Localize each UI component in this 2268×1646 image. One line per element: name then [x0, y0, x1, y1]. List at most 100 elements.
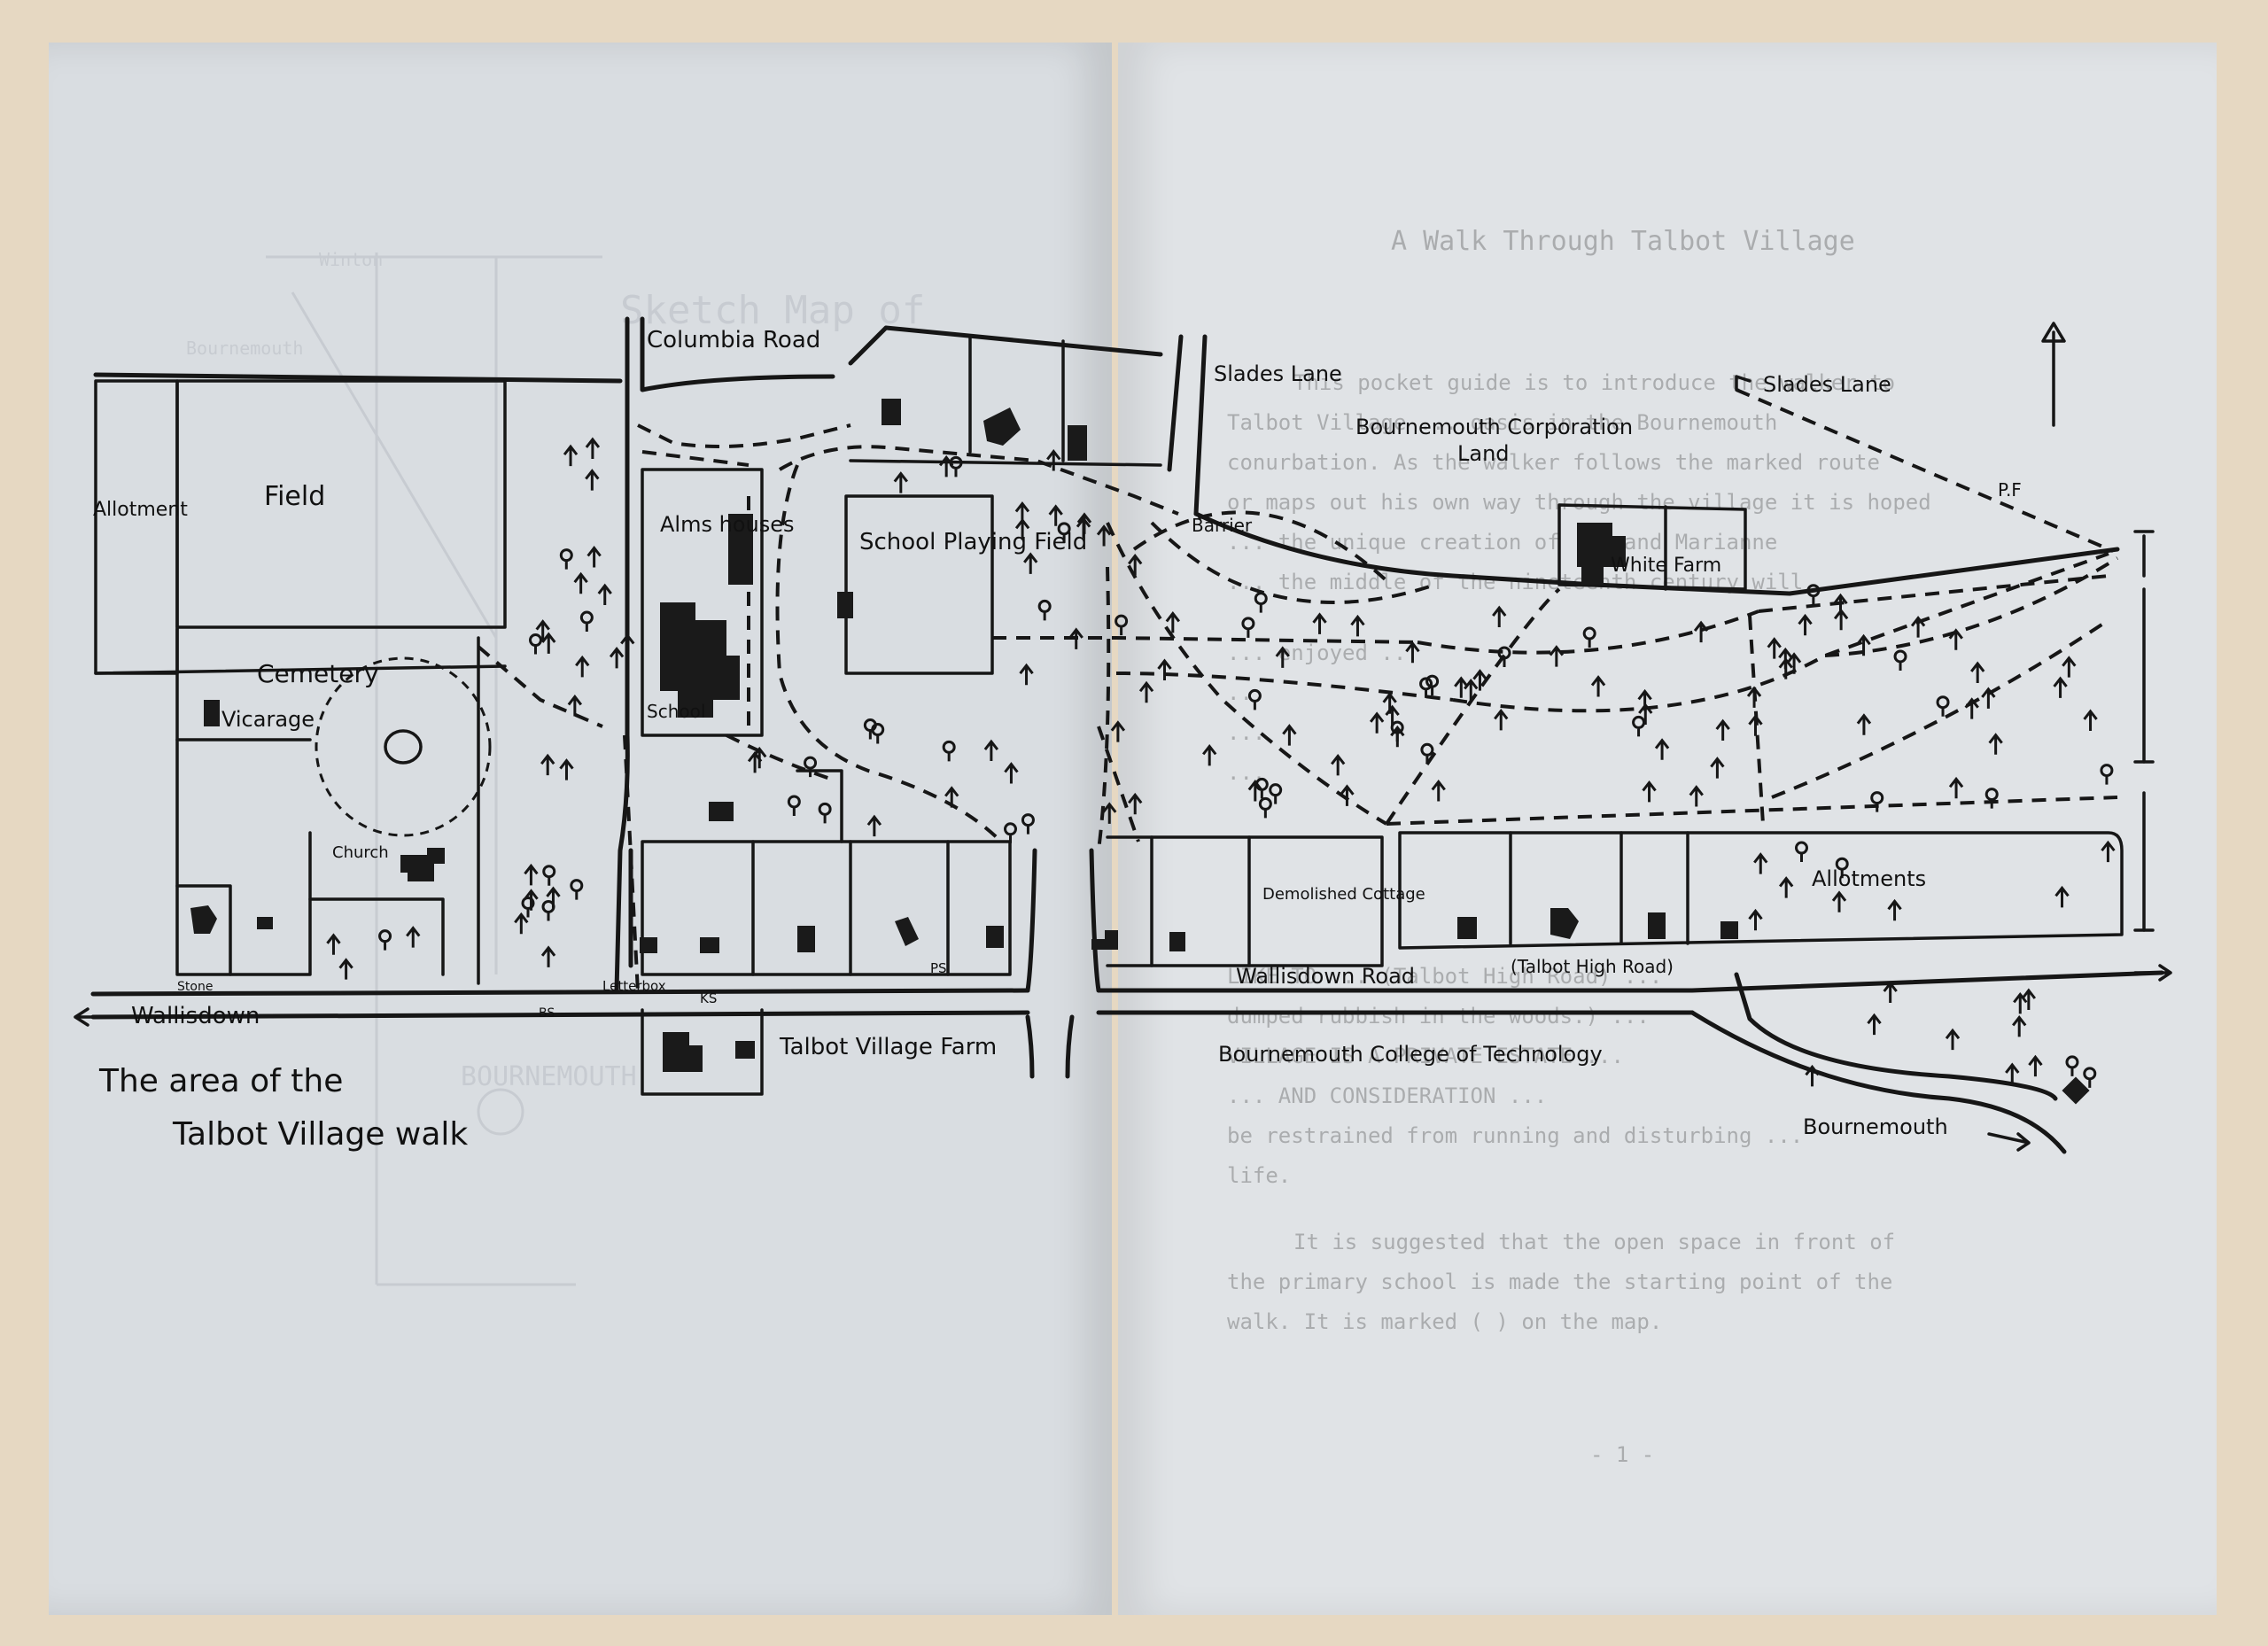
ghost-label-3: BOURNEMOUTH	[461, 1061, 637, 1092]
tree-icon	[938, 454, 954, 477]
map-plots	[94, 335, 2155, 1096]
tree-icon	[1689, 785, 1704, 807]
tree-icon	[1715, 718, 1730, 741]
tree-icon	[1988, 733, 2003, 755]
building-icon	[400, 848, 445, 881]
tree-icon	[524, 863, 539, 886]
tree-icon	[1254, 777, 1269, 799]
tree-icon	[1037, 599, 1052, 621]
tree-icon	[863, 718, 877, 740]
tree-icon	[1046, 449, 1061, 471]
tree-icon	[1835, 857, 1849, 879]
page-heading: A Walk Through Talbot Village	[1391, 226, 1855, 257]
tree-icon	[1887, 898, 1902, 921]
label-allotment: Allotment	[93, 499, 188, 521]
building-icon	[640, 937, 657, 953]
tree-icon	[620, 633, 635, 656]
tree-icon	[1472, 669, 1487, 691]
text-line-15: be restrained from running and disturbin…	[1227, 1123, 1803, 1148]
tree-icon	[1654, 738, 1670, 760]
tree-icon	[406, 926, 421, 948]
tree-icon	[804, 756, 818, 778]
tree-icon	[1582, 626, 1596, 648]
tree-icon	[1021, 813, 1035, 835]
tree-icon	[1798, 613, 1813, 636]
building-icon	[882, 399, 901, 425]
tree-icon	[949, 455, 963, 477]
ghost-title: Sketch Map of	[620, 288, 925, 333]
label-demolished-cottage: Demolished Cottage	[1262, 885, 1425, 904]
map-roads	[90, 316, 2164, 1154]
tree-icon	[1076, 516, 1091, 539]
tree-icon	[747, 750, 763, 773]
building-icon	[1648, 912, 1666, 939]
tree-icon	[1254, 592, 1268, 613]
label-cemetery: Cemetery	[257, 659, 379, 688]
wallisdown-arrow-icon	[74, 1007, 126, 1027]
tree-icon	[1019, 663, 1034, 686]
tree-icon	[1004, 822, 1018, 843]
tree-icon	[567, 695, 583, 717]
tree-icon	[2028, 1054, 2043, 1077]
tree-icon	[1282, 724, 1297, 746]
text-line-18: the primary school is made the starting …	[1227, 1269, 1892, 1294]
tree-icon	[1004, 762, 1019, 784]
tree-icon	[1138, 680, 1154, 703]
tree-icon	[1128, 792, 1143, 815]
tree-icon	[1369, 711, 1385, 734]
tree-icon	[893, 471, 908, 493]
tree-icon	[559, 548, 573, 570]
tree-icon	[1390, 725, 1405, 748]
label-slades-lane-2: Slades Lane	[1763, 372, 1891, 397]
tree-icon	[1096, 524, 1112, 547]
cemetery	[315, 656, 492, 837]
tree-icon	[1385, 704, 1400, 727]
label-school-playing-field: School Playing Field	[859, 529, 1087, 555]
text-line-4: or maps out his own way through the vill…	[1227, 490, 1931, 515]
tree-icon	[542, 865, 556, 886]
label-talbot-village-farm: Talbot Village Farm	[779, 1034, 997, 1060]
tree-icon	[609, 646, 625, 669]
tree-icon	[1746, 686, 1762, 708]
label-wallisdown: Wallisdown	[131, 1003, 260, 1029]
tree-icon	[942, 740, 956, 762]
tree-icon	[1984, 788, 1999, 809]
tree-icon	[1794, 841, 1808, 863]
building-icon	[1550, 908, 1579, 939]
label-stone: Stone	[177, 980, 213, 994]
building-icon	[728, 514, 753, 585]
tree-icon	[1893, 649, 1907, 671]
left-page	[49, 43, 1112, 1615]
tree-icon	[535, 619, 550, 641]
text-line-7: ... enjoyed ...	[1227, 641, 1419, 665]
tree-icon	[1805, 1064, 1820, 1087]
tree-icon	[2101, 840, 2116, 863]
building-icon	[709, 802, 734, 821]
tree-icon	[866, 814, 882, 837]
tree-icon	[541, 632, 556, 654]
tree-icon	[2021, 988, 2037, 1010]
tree-icon	[1014, 517, 1030, 540]
tree-icon	[1833, 608, 1849, 631]
text-line-5: ... the unique creation of ... and Maria…	[1227, 530, 1777, 555]
tree-icon	[1981, 687, 1996, 709]
footpaths	[477, 388, 2119, 993]
tree-icon	[2083, 709, 2098, 731]
tree-icon	[1068, 627, 1084, 649]
tree-icon	[1856, 713, 1872, 735]
label-ks: KS	[700, 990, 717, 1006]
tree-icon	[1693, 620, 1709, 643]
building-icon	[986, 926, 1004, 948]
text-line-10: ...	[1227, 760, 1265, 785]
tree-icon	[2012, 1014, 2027, 1037]
tree-icon	[2013, 991, 2028, 1014]
tree-icon	[1710, 757, 1725, 779]
map-caption-line-2: Talbot Village walk	[172, 1116, 468, 1153]
tree-icon	[1247, 780, 1262, 802]
tree-icon	[1867, 1013, 1882, 1036]
tree-icon	[514, 912, 529, 935]
label-white-farm: White Farm	[1611, 555, 1721, 577]
tree-icon	[1494, 708, 1509, 731]
text-line-16: life.	[1227, 1163, 1291, 1188]
tree-icon	[1936, 695, 1950, 717]
